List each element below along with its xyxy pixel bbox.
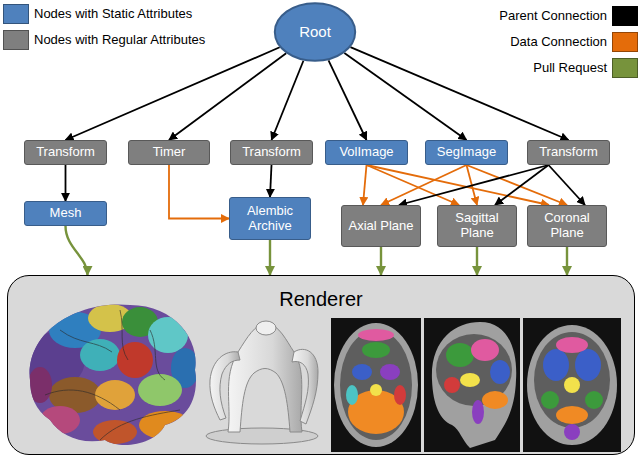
parent-connection-arrow [329,60,367,140]
legend-swatch [3,4,29,24]
volume-image-box: VolImage [325,140,408,165]
alembic-box: Alembic Archive [229,197,311,240]
node-label: Root [299,23,331,40]
transform-box: Transform [230,140,313,165]
data-connection-arrow [367,165,460,205]
legend-swatch [612,58,638,78]
node-label: Coronal Plane [533,211,601,241]
parent-connection-arrow [66,47,280,140]
parent-connection-arrow [65,165,67,201]
panel-title: Renderer [279,288,362,311]
renderer-panel: Renderer [7,275,635,455]
pull-request-arrow [476,247,478,275]
segmentation-image-box: SegImage [425,140,508,165]
parent-connection-arrow [344,53,466,140]
legend-swatch [612,32,638,52]
plane-box: Sagittal Plane [437,205,517,247]
legend-swatch [3,30,29,50]
plane-box: Coronal Plane [527,205,607,247]
node-label: Mesh [50,206,82,221]
pull-request-arrow [66,226,88,275]
transform-box: Transform [527,140,610,165]
parent-connection-arrow [169,53,286,140]
node-label: Sagittal Plane [443,211,511,241]
coronal-slice [523,318,621,452]
timer-box: Timer [128,140,210,165]
legend-label: Nodes with Static Attributes [34,6,192,22]
parent-connection-arrow [272,61,304,140]
node-label: Transform [36,145,95,160]
brain-mesh [25,304,199,445]
axial-slice [331,318,421,452]
node-label: Timer [153,145,186,160]
data-connection-arrow [467,165,568,205]
plane-box: Axial Plane [341,205,421,247]
mesh-box: Mesh [24,201,107,226]
legend-label: Parent Connection [499,8,607,24]
legend-label: Nodes with Regular Attributes [34,32,205,48]
data-connection-arrow [169,165,229,219]
parent-connection-arrow [495,165,549,205]
node-label: Transform [539,145,598,160]
node-label: SegImage [437,145,496,160]
legend-swatch [612,6,638,26]
data-connection-arrow [367,165,550,205]
transform-box: Transform [24,140,107,165]
node-label: VolImage [339,145,393,160]
sagittal-slice [424,318,520,452]
pull-request-arrow [269,240,271,275]
legend-label: Data Connection [510,34,607,50]
node-label: Alembic Archive [235,204,305,234]
parent-connection-arrow [270,165,272,197]
root-circle: Root [274,2,356,62]
parent-connection-arrow [549,165,586,205]
alembic-sculpture [206,321,318,444]
parent-connection-arrow [399,165,549,205]
data-connection-arrow [363,165,367,205]
pull-request-arrow [380,247,382,275]
node-label: Axial Plane [348,219,413,234]
legend-label: Pull Request [533,60,607,76]
node-label: Transform [242,145,301,160]
pull-request-arrow [566,247,568,275]
